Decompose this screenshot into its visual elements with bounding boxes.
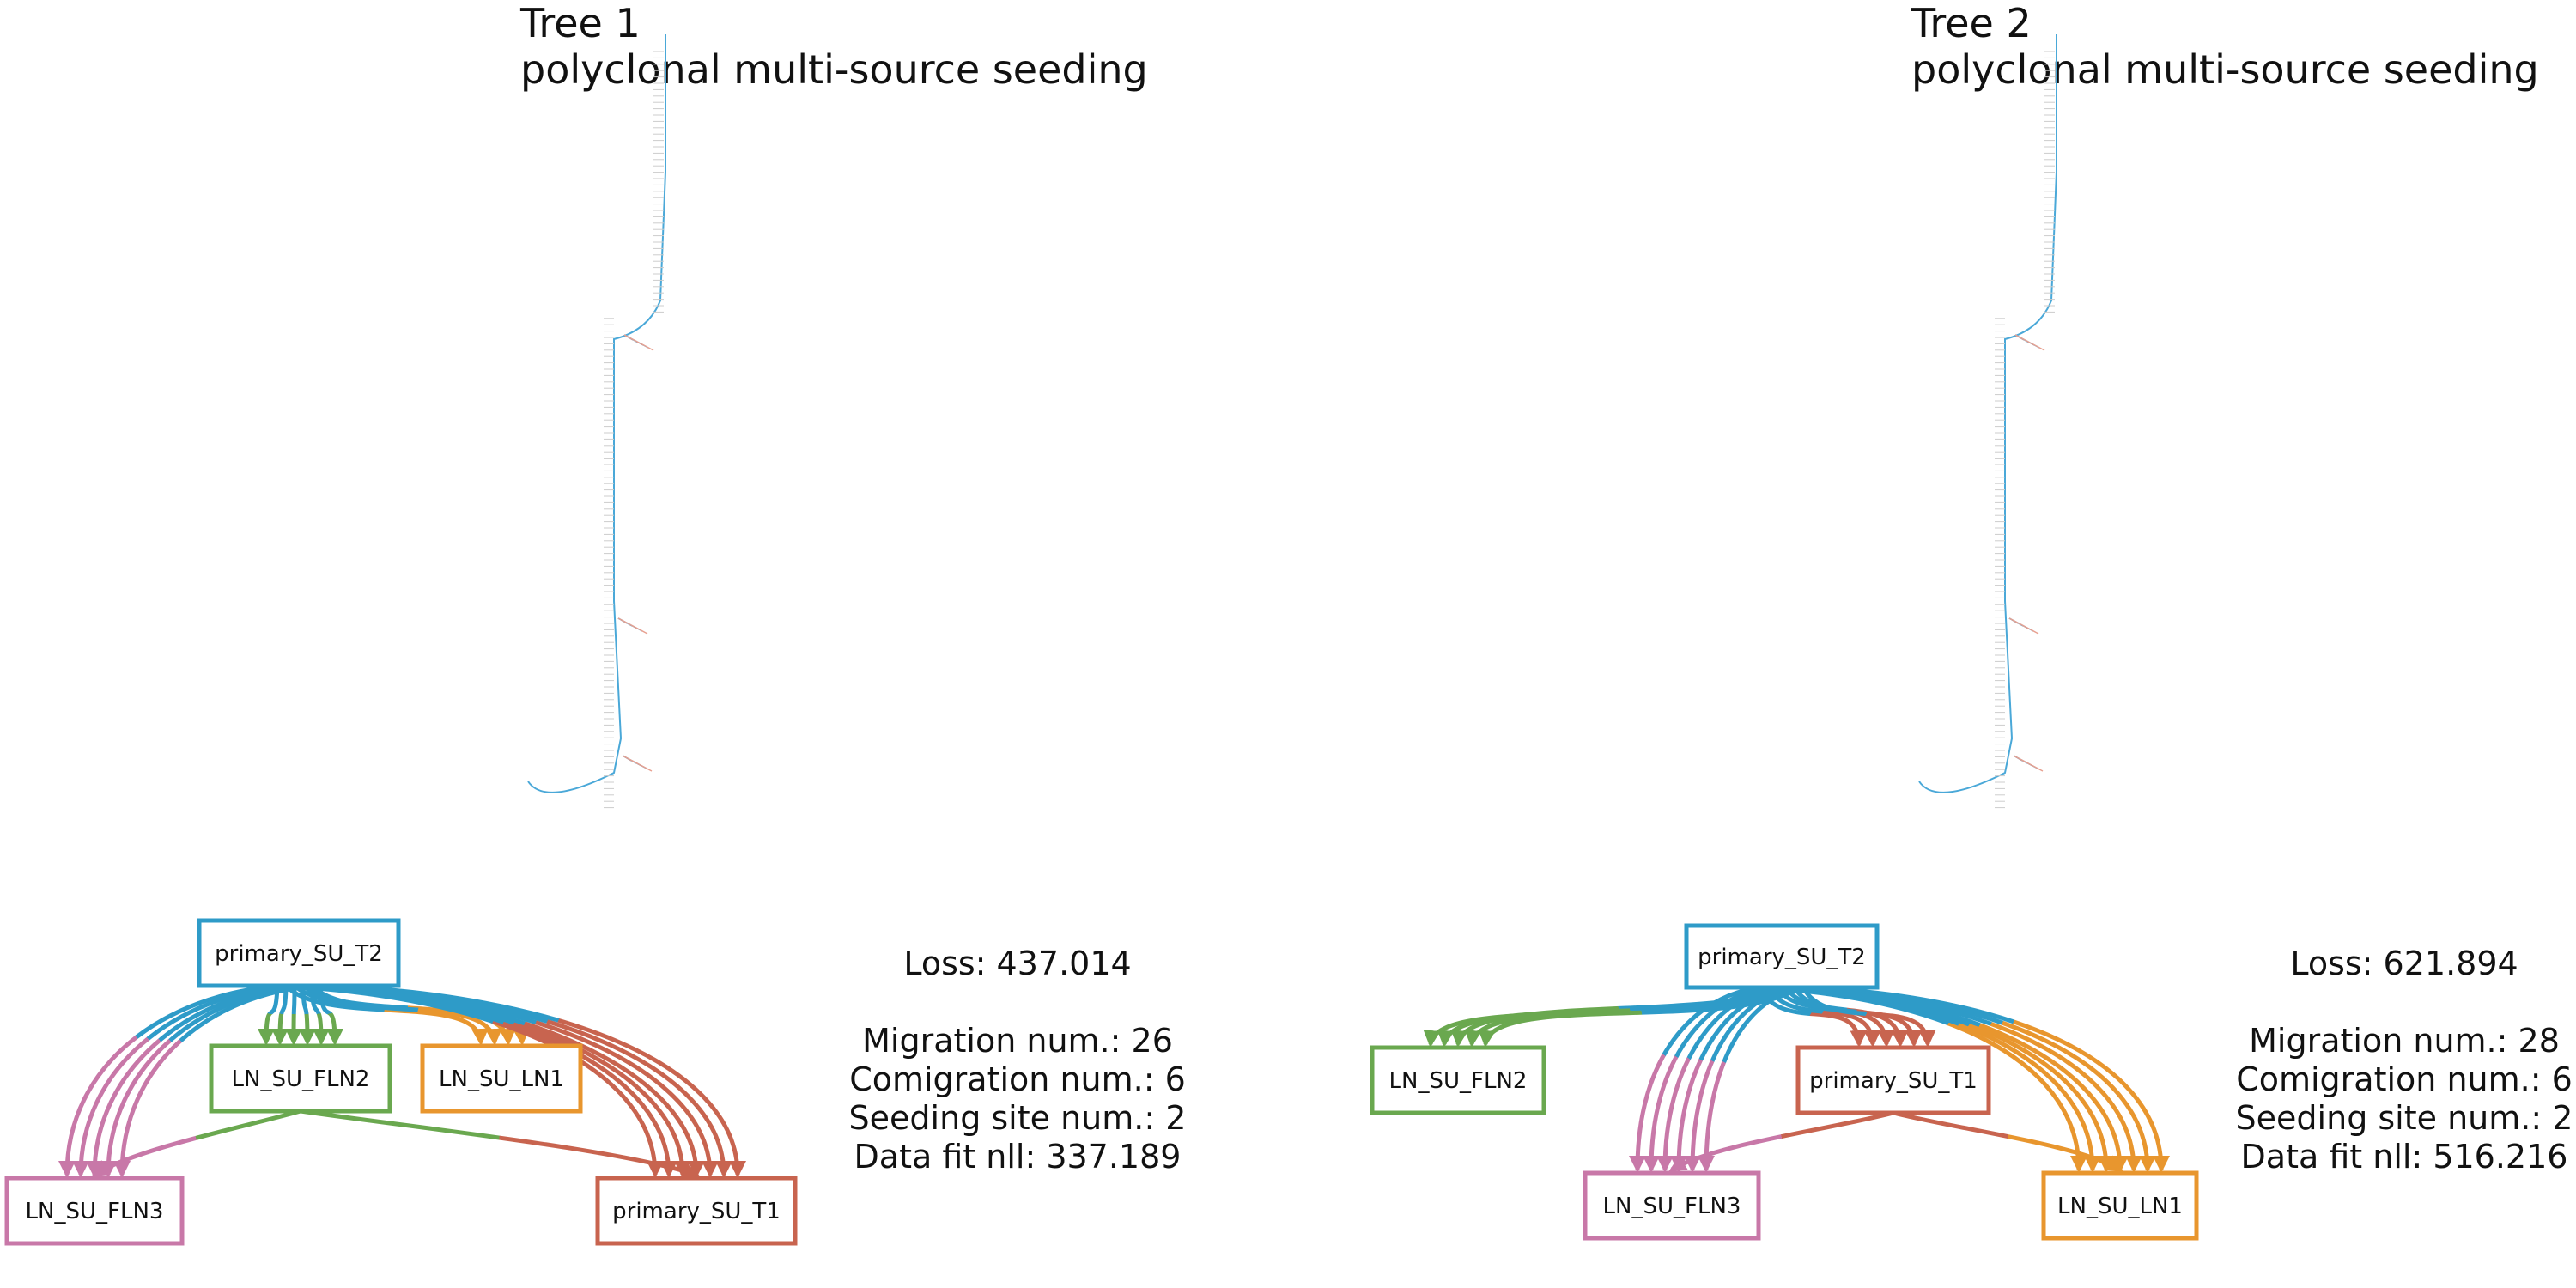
migration-edge-p2-to-fln3 (1698, 985, 1804, 1173)
migration-edge-fln2-to-t1 (300, 1109, 700, 1179)
clone-tree-1 (527, 34, 666, 809)
tree-2-migration-num: Migration num.: 28 (2249, 1022, 2560, 1060)
site-node-label: LN_SU_FLN3 (26, 1199, 164, 1224)
site-node-t1: primary_SU_T1 (1795, 1045, 1991, 1115)
tree-trunk (527, 34, 666, 793)
migration-edge-p2-to-fln2 (270, 985, 289, 1046)
migration-edges (58, 983, 2170, 1179)
tree-2-title-text: Tree 2 (1911, 0, 2032, 46)
site-node-fln2: LN_SU_FLN2 (209, 1043, 392, 1114)
migration-edge-p2-to-fln3 (1684, 985, 1795, 1173)
site-node-label: primary_SU_T1 (612, 1199, 781, 1224)
migration-edge-p2-to-fln2 (284, 985, 302, 1046)
tree-1-comigration-num: Comigration num.: 6 (849, 1060, 1186, 1098)
migration-edge-p2-to-fln3 (1629, 985, 1761, 1173)
site-node-fln3: LN_SU_FLN3 (4, 1176, 185, 1246)
tree-branch (623, 334, 654, 351)
site-node-fln2: LN_SU_FLN2 (1370, 1045, 1546, 1115)
site-node-ln1: LN_SU_LN1 (420, 1043, 583, 1114)
tree-1-title-text: Tree 1 (520, 0, 641, 46)
tree-branch (2014, 334, 2045, 351)
clone-tree-2 (1918, 34, 2057, 809)
migration-edge-p2-to-fln3 (113, 983, 317, 1178)
tree-1-title: Tree 1 polyclonal multi-source seeding (520, 0, 1148, 93)
migration-edge-t1-to-fln3 (1668, 1110, 1894, 1172)
migration-edge-fln2-to-fln3 (91, 1109, 301, 1177)
migration-edge-p2-to-fln3 (1643, 985, 1770, 1173)
migration-edge-p2-to-t1 (324, 983, 746, 1178)
site-node-label: LN_SU_LN1 (2057, 1194, 2183, 1219)
site-node-ln1: LN_SU_LN1 (2041, 1170, 2199, 1241)
tree-1-migration-num: Migration num.: 26 (862, 1022, 1173, 1060)
migration-edge-p2-to-fln3 (100, 983, 308, 1178)
site-node-label: LN_SU_FLN2 (232, 1066, 370, 1092)
tree-2-subtitle: polyclonal multi-source seeding (1911, 46, 2539, 93)
site-node-label: LN_SU_FLN2 (1389, 1068, 1528, 1094)
tree-trunk (1918, 34, 2057, 793)
migration-edge-p2-to-fln2 (257, 985, 280, 1046)
migration-edge-p2-to-fln3 (86, 983, 300, 1178)
tree-1-data-fit-nll: Data fit nll: 337.189 (854, 1138, 1182, 1176)
migration-edge-p2-to-fln3 (58, 983, 283, 1178)
migration-edge-p2-to-fln2 (1478, 985, 1801, 1048)
site-node-label: primary_SU_T2 (215, 941, 383, 967)
site-node-t1: primary_SU_T1 (595, 1176, 798, 1246)
migration-edge-p2-to-ln1 (1807, 985, 2170, 1173)
migration-edge-p2-to-t1 (1766, 986, 1881, 1048)
site-node-label: LN_SU_FLN3 (1603, 1194, 1741, 1219)
tree-2-comigration-num: Comigration num.: 6 (2236, 1060, 2573, 1098)
tree-branch (2013, 755, 2044, 772)
migration-edge-p2-to-fln3 (72, 983, 291, 1178)
tree-2-data-fit-nll: Data fit nll: 516.216 (2240, 1138, 2568, 1176)
tree-1-stats: Loss: 437.014 Migration num.: 26 Comigra… (841, 945, 1194, 1176)
site-node-fln3: LN_SU_FLN3 (1583, 1170, 1761, 1241)
site-node-p2: primary_SU_T2 (197, 918, 401, 988)
tree-2-seeding-site-num: Seeding site num.: 2 (2235, 1099, 2573, 1137)
tree-2-title: Tree 2 polyclonal multi-source seeding (1911, 0, 2539, 93)
migration-edge-p2-to-fln3 (1670, 985, 1787, 1173)
tree-2-stats: Loss: 621.894 Migration num.: 28 Comigra… (2224, 945, 2576, 1176)
site-node-label: primary_SU_T2 (1698, 945, 1866, 970)
migration-edge-p2-to-fln3 (1656, 985, 1778, 1173)
tree-1-loss: Loss: 437.014 (903, 945, 1132, 982)
site-node-label: primary_SU_T1 (1809, 1068, 1978, 1094)
migration-edge-t1-to-ln1 (1893, 1110, 2123, 1172)
clone-trees (527, 34, 2057, 809)
tree-branch (622, 755, 653, 772)
site-node-p2: primary_SU_T2 (1684, 923, 1880, 990)
tree-branch (2008, 617, 2039, 635)
tree-1-seeding-site-num: Seeding site num.: 2 (848, 1099, 1187, 1137)
migration-edge-p2-to-t1 (1801, 986, 1936, 1048)
tree-branch (617, 617, 648, 635)
tree-2-loss: Loss: 621.894 (2290, 945, 2518, 982)
tree-1-subtitle: polyclonal multi-source seeding (520, 46, 1148, 93)
site-node-label: LN_SU_LN1 (439, 1066, 564, 1092)
